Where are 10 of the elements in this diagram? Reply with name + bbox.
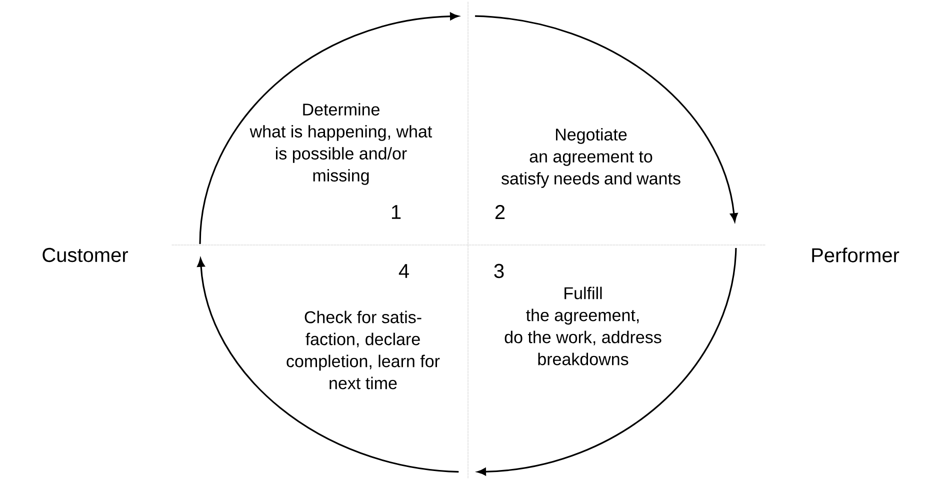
role-label: Performer — [812, 248, 900, 262]
quadrant-text: Negotiate an agreement to satisfy needs and wants — [501, 128, 680, 188]
quadrant-text: Check for satis- faction, declare completion, learn for next time — [286, 310, 440, 390]
quadrant-text: Fulfill the agreement, do the work, address breakdowns — [504, 286, 662, 366]
step-number: 1 — [392, 205, 401, 219]
step-number: 3 — [494, 264, 504, 278]
role-label: Customer — [42, 248, 128, 262]
step-number: 2 — [495, 205, 505, 219]
quadrant-text: Determine what is happening, what is possible and/or missing — [250, 103, 432, 185]
step-number: 4 — [398, 264, 409, 278]
